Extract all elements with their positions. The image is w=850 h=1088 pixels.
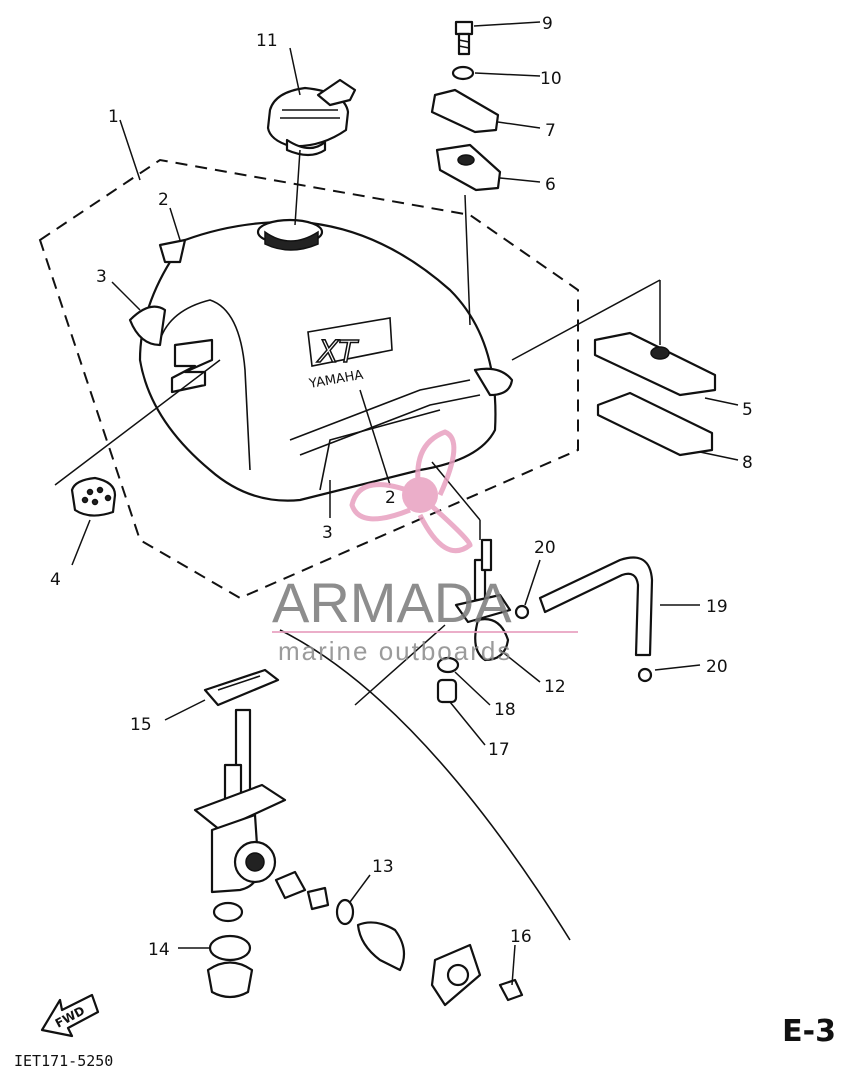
damper [596, 391, 714, 457]
fuel-hose [538, 556, 654, 657]
watermark: ARMADA marine outboards [272, 429, 578, 666]
bolt [454, 20, 474, 56]
callout-13: 13 [372, 857, 394, 877]
oring [436, 656, 460, 674]
screw [498, 978, 524, 1002]
callout-2-upper: 2 [158, 190, 169, 210]
callout-14: 14 [148, 940, 170, 960]
fuel-cap [266, 78, 357, 157]
watermark-tagline: marine outboards [278, 636, 512, 666]
damper-strap [593, 331, 717, 397]
callout-11: 11 [256, 31, 278, 51]
callout-10: 10 [540, 69, 562, 89]
callout-3-lower: 3 [322, 523, 333, 543]
watermark-name: ARMADA [272, 571, 512, 634]
callout-19: 19 [706, 597, 728, 617]
tank-assembly-boundary [38, 158, 579, 600]
plate [430, 88, 500, 134]
callout-15: 15 [130, 715, 152, 735]
callout-2-lower: 2 [385, 488, 396, 508]
callout-18: 18 [494, 700, 516, 720]
callout-4: 4 [50, 570, 61, 590]
seal-ring [335, 898, 355, 926]
fuel-tank: XT YAMAHA [128, 218, 514, 502]
callout-16: 16 [510, 927, 532, 947]
oring-large [208, 934, 252, 962]
callout-6: 6 [545, 175, 556, 195]
gasket [203, 668, 280, 707]
fuel-cock-small [454, 538, 512, 662]
callout-1: 1 [108, 107, 119, 127]
callout-8: 8 [742, 453, 753, 473]
callout-5: 5 [742, 400, 753, 420]
page-id: E-3 [782, 1014, 836, 1049]
washer [451, 65, 475, 81]
fuel-cock-detail [193, 708, 287, 894]
bracket [435, 143, 502, 192]
drain-screw [436, 678, 458, 704]
tank-damper [70, 476, 117, 517]
callout-12: 12 [544, 677, 566, 697]
clip-lower [637, 667, 653, 683]
callout-17: 17 [488, 740, 510, 760]
tank-model-marking: XT [316, 335, 360, 370]
clip [514, 604, 530, 620]
callout-20-upper: 20 [534, 538, 556, 558]
fwd-arrow-icon: FWD [40, 993, 100, 1038]
callout-3-upper: 3 [96, 267, 107, 287]
filter-cup [206, 961, 254, 999]
callout-9: 9 [542, 14, 553, 34]
callout-7: 7 [545, 121, 556, 141]
diagram-code: IET171-5250 [14, 1052, 114, 1070]
callout-20-lower: 20 [706, 657, 728, 677]
